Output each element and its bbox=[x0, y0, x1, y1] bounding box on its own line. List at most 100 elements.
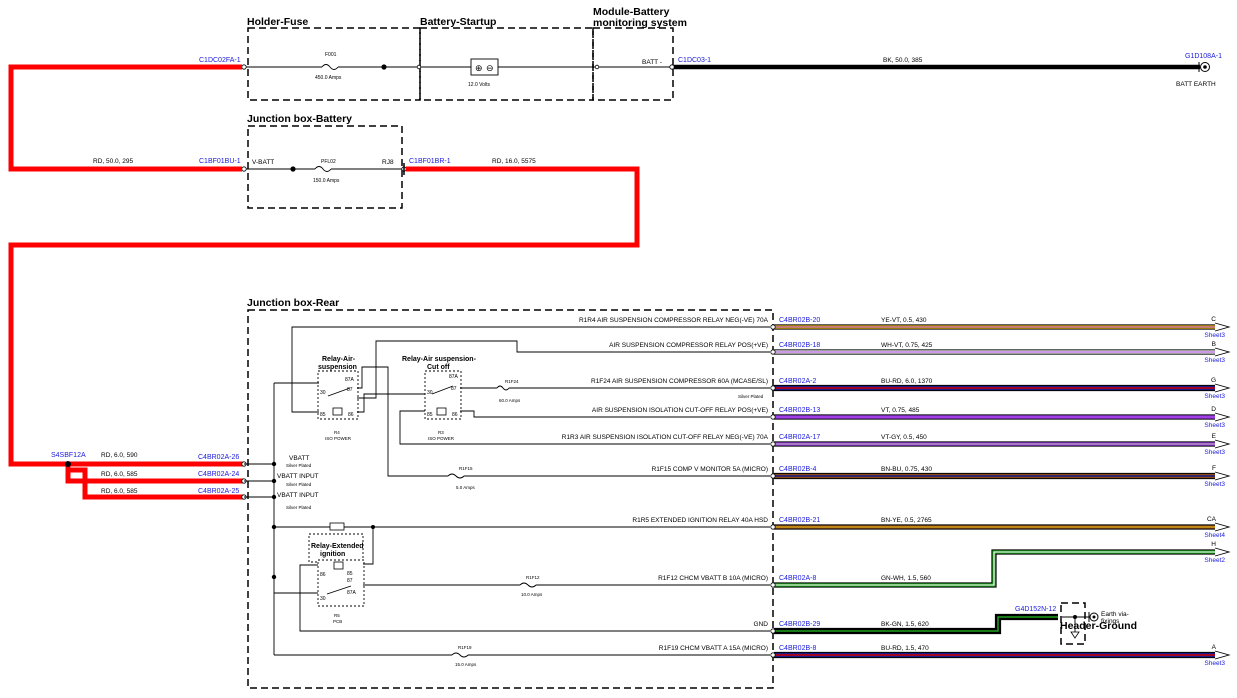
vbatt-label: V-BATT bbox=[252, 159, 274, 166]
splice-label: S4SBF12A bbox=[51, 452, 86, 459]
box-junction-battery: Junction box-Battery bbox=[247, 113, 403, 209]
circuit-desc: GND bbox=[754, 621, 769, 628]
circuit-destination: F bbox=[1212, 465, 1216, 472]
circuit-destination: A bbox=[1212, 644, 1217, 651]
sheet-link: Sheet3 bbox=[1204, 332, 1225, 339]
sheet-link: Sheet3 bbox=[1204, 357, 1225, 364]
connector-c4br02a-26: C4BR02A-26 bbox=[198, 454, 239, 461]
connector-g1d108a: G1D108A-1 bbox=[1185, 53, 1222, 60]
box-junction-rear: Junction box-Rear bbox=[247, 297, 774, 689]
svg-text:Relay-Air-: Relay-Air- bbox=[322, 356, 356, 363]
sheet-link: Sheet4 bbox=[1204, 532, 1225, 539]
arrow-icon bbox=[1214, 412, 1231, 422]
circuit-pin bbox=[770, 385, 776, 391]
circuit-desc: R1F12 CHCM VBATT B 10A (MICRO) bbox=[658, 575, 768, 582]
circuit-wire-label: BN-BU, 0.75, 430 bbox=[881, 466, 932, 473]
svg-text:Silver Plated: Silver Plated bbox=[286, 505, 312, 510]
holder-fuse-title: Holder-Fuse bbox=[247, 16, 308, 28]
circuit-pin bbox=[770, 473, 776, 479]
svg-text:30: 30 bbox=[320, 390, 326, 396]
circuit-destination: CA bbox=[1207, 516, 1217, 523]
batt-minus-label: BATT - bbox=[642, 59, 662, 66]
circuit-connector: C4BR02A-2 bbox=[779, 378, 816, 385]
wire-rd-50-label: RD, 50.0, 295 bbox=[93, 158, 133, 165]
circuit-desc: R1F15 COMP V MONITOR 5A (MICRO) bbox=[652, 466, 768, 473]
rj8-label: RJ8 bbox=[382, 159, 394, 166]
circuit-desc: R1F19 CHCM VBATT A 15A (MICRO) bbox=[659, 645, 768, 652]
circuit-connector: C4BR02B-13 bbox=[779, 407, 820, 414]
svg-text:85: 85 bbox=[320, 412, 326, 418]
circuit-pin bbox=[770, 582, 776, 588]
svg-text:⊕: ⊕ bbox=[475, 63, 483, 73]
arrow-icon bbox=[1214, 347, 1231, 357]
circuit-pin bbox=[770, 414, 776, 420]
svg-text:86: 86 bbox=[452, 412, 458, 418]
arrow-icon bbox=[1214, 383, 1231, 393]
connector-c1dc02fa: C1DC02FA-1 bbox=[199, 57, 241, 64]
header-ground: Header-Ground Earth via- fixings bbox=[1060, 602, 1137, 645]
circuit-connector: C4BR02B-18 bbox=[779, 342, 820, 349]
svg-text:87A: 87A bbox=[347, 590, 357, 596]
arrow-icon bbox=[1214, 650, 1231, 660]
sheet-link: Sheet3 bbox=[1204, 481, 1225, 488]
connector-c4br02a-25: C4BR02A-25 bbox=[198, 488, 239, 495]
f001-label: F001 bbox=[325, 52, 337, 58]
relay-r5: Relay-Extended ignition 86 85 87 87A 30 … bbox=[308, 533, 365, 624]
wire-rd-585-label-1: RD, 6.0, 585 bbox=[101, 471, 138, 478]
circuit-pin bbox=[770, 349, 776, 355]
fuse-r1f15-amps: 5.0 Amps bbox=[456, 485, 476, 490]
arrow-icon bbox=[1214, 439, 1231, 449]
svg-text:Silver Plated: Silver Plated bbox=[286, 482, 312, 487]
arrow-icon bbox=[1214, 522, 1231, 532]
module-battery-title-2: monitoring system bbox=[593, 17, 687, 29]
silver-plated-label: Silver Plated bbox=[738, 394, 764, 399]
wire-stripe bbox=[774, 616, 1058, 632]
circuit-connector: C4BR02B-8 bbox=[779, 645, 816, 652]
wire-stripe bbox=[774, 551, 1215, 586]
svg-text:suspension: suspension bbox=[318, 364, 357, 371]
circuit-wire-label: BK-GN, 1.5, 620 bbox=[881, 621, 929, 628]
circuit-destination: B bbox=[1212, 341, 1216, 348]
svg-text:87A: 87A bbox=[449, 374, 459, 380]
circuit-desc: AIR SUSPENSION COMPRESSOR RELAY POS(+VE) bbox=[609, 342, 768, 349]
box-module-battery: Module-Battery monitoring system bbox=[592, 6, 687, 101]
vbatt-input-label-2: VBATT INPUT bbox=[277, 473, 319, 480]
circuit-desc: R1R5 EXTENDED IGNITION RELAY 40A HSD bbox=[632, 517, 768, 524]
svg-text:85: 85 bbox=[347, 571, 353, 577]
batt-earth-label: BATT EARTH bbox=[1176, 81, 1216, 88]
fuse-r1f12-label: R1F12 bbox=[526, 575, 540, 580]
circuit-connector: C4BR02A-17 bbox=[779, 434, 820, 441]
svg-text:PCB: PCB bbox=[333, 619, 342, 624]
junction-dot bbox=[381, 64, 387, 70]
svg-text:⊖: ⊖ bbox=[486, 63, 494, 73]
circuit-wire-label: VT, 0.75, 485 bbox=[881, 407, 920, 414]
vbatt-input-label-3: VBATT INPUT bbox=[277, 492, 319, 499]
circuit-list: R1R4 AIR SUSPENSION COMPRESSOR RELAY NEG… bbox=[562, 316, 1231, 667]
wire-rd-50 bbox=[8, 64, 242, 172]
internal-wiring bbox=[274, 326, 770, 658]
circuit-connector: C4BR02B-4 bbox=[779, 466, 816, 473]
arrow-icon bbox=[1214, 471, 1231, 481]
wire-rd-6-b bbox=[68, 467, 244, 500]
svg-text:Relay-Air suspension-: Relay-Air suspension- bbox=[402, 356, 477, 363]
svg-text:85: 85 bbox=[427, 412, 433, 418]
battery-volts: 12.0 Volts bbox=[468, 82, 490, 88]
sheet-link: Sheet3 bbox=[1204, 422, 1225, 429]
pfl02-amps: 150.0 Amps bbox=[313, 178, 340, 184]
jb-battery-title: Junction box-Battery bbox=[247, 113, 352, 125]
fuse-r1f15-label: R1F15 bbox=[459, 466, 473, 471]
wire-rd-16-label: RD, 16.0, 5575 bbox=[492, 158, 536, 165]
circuit-pin bbox=[770, 628, 776, 634]
f001-amps: 450.0 Amps bbox=[315, 75, 342, 81]
circuit-connector: C4BR02B-20 bbox=[779, 317, 820, 324]
svg-text:ISO POWER: ISO POWER bbox=[428, 436, 455, 441]
earth-ring-icon-2 bbox=[1088, 612, 1099, 622]
circuit-connector: C4BR02A-8 bbox=[779, 575, 816, 582]
module-battery-title-1: Module-Battery bbox=[593, 6, 670, 18]
splice-dot bbox=[65, 461, 71, 467]
svg-text:Cut off: Cut off bbox=[427, 364, 450, 371]
circuit-desc: R1R3 AIR SUSPENSION ISOLATION CUT-OFF RE… bbox=[562, 434, 769, 441]
circuit-wire-label: WH-VT, 0.75, 425 bbox=[881, 342, 933, 349]
circuit-wire-label: YE-VT, 0.5, 430 bbox=[881, 317, 927, 324]
